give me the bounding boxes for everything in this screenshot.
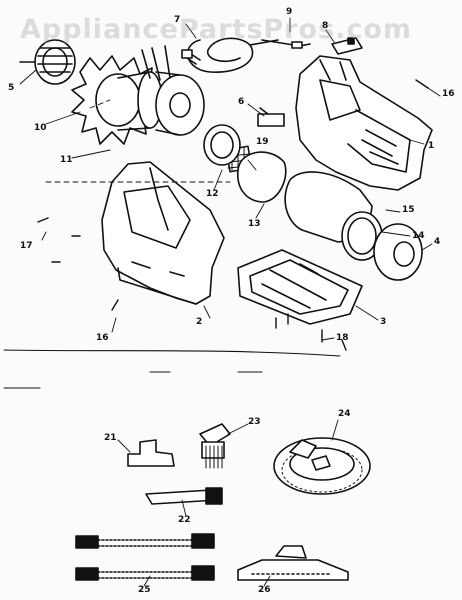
label-part-25: 25	[138, 585, 151, 595]
label-part-3: 3	[380, 317, 387, 327]
label-part-21: 21	[104, 433, 117, 443]
watermark-logo: AppliancePartsPros.com	[20, 14, 413, 45]
label-part-2: 2	[196, 317, 203, 327]
part-25-extension-wands	[75, 533, 215, 581]
part-12-filter-ring	[203, 124, 241, 166]
part-8-connector	[331, 37, 363, 55]
part-13-filter-cartridge	[237, 151, 287, 203]
label-part-9: 9	[286, 7, 293, 17]
part-6-switch	[257, 107, 285, 127]
label-part-22: 22	[178, 515, 191, 525]
label-part-24: 24	[338, 409, 351, 419]
part-4-end-cap	[373, 223, 423, 281]
label-part-15: 15	[402, 205, 415, 215]
part-24-coiled-hose	[273, 437, 371, 495]
part-2-body-shell	[101, 161, 225, 305]
label-part-17: 17	[20, 241, 33, 251]
label-part-5: 5	[8, 83, 15, 93]
label-part-12: 12	[206, 189, 219, 199]
label-part-10: 10	[34, 123, 47, 133]
label-part-14: 14	[412, 231, 425, 241]
label-part-4: 4	[434, 237, 441, 247]
label-part-7: 7	[174, 15, 181, 25]
part-14-seal-ring	[341, 211, 383, 261]
guide-dashes	[45, 99, 231, 183]
label-part-19: 19	[256, 137, 269, 147]
label-part-1: 1	[428, 141, 435, 151]
part-5-brush-roll	[19, 39, 76, 85]
part-26-floor-nozzle	[237, 545, 349, 581]
part-22-crevice-wand	[145, 487, 223, 505]
label-part-13: 13	[248, 219, 261, 229]
part-11-motor	[117, 45, 205, 136]
part-7-power-cord	[181, 37, 311, 73]
label-part-18: 18	[336, 333, 349, 343]
part-21-upholstery-tool	[127, 439, 175, 467]
accessory-leaders	[117, 419, 339, 587]
part-1-handle-housing	[295, 55, 433, 191]
screw-set	[37, 79, 429, 351]
part-3-base-plate	[237, 249, 363, 325]
label-part-16-top: 16	[442, 89, 455, 99]
label-part-11: 11	[60, 155, 73, 165]
label-part-23: 23	[248, 417, 261, 427]
label-part-16-bottom: 16	[96, 333, 109, 343]
label-part-6: 6	[238, 97, 245, 107]
part-23-dusting-brush	[199, 423, 231, 469]
section-divider	[3, 349, 341, 389]
label-part-26: 26	[258, 585, 271, 595]
leader-lines	[19, 17, 441, 341]
label-part-8: 8	[322, 21, 329, 31]
